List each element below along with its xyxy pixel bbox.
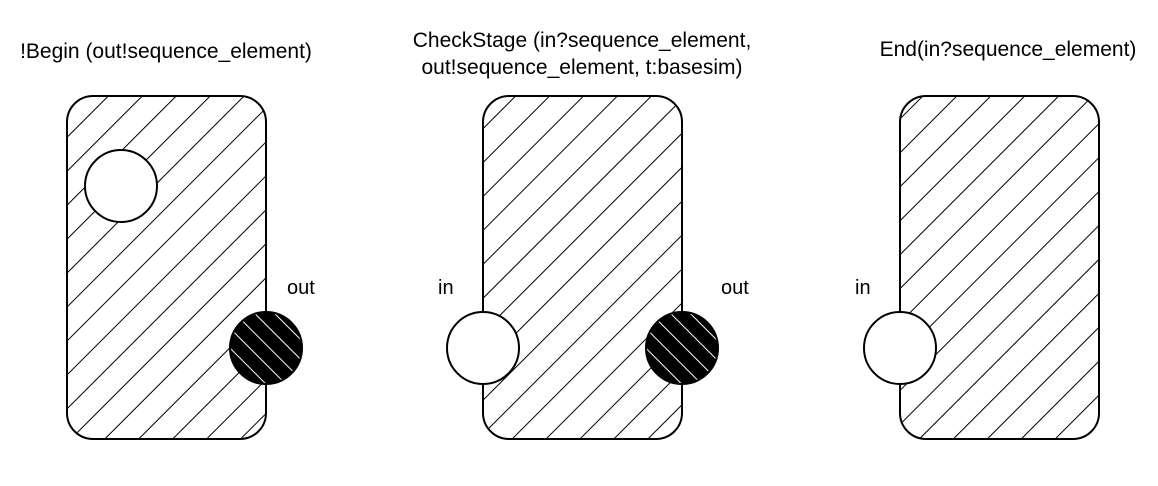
input-port-label: in (438, 277, 454, 299)
output-port-label: out (721, 277, 749, 299)
output-port[interactable] (229, 311, 303, 385)
input-port-label: in (855, 277, 871, 299)
block-body[interactable] (899, 95, 1100, 440)
output-port-label: out (287, 277, 315, 299)
input-port[interactable] (446, 311, 520, 385)
block-checkstage: CheckStage (in?sequence_element, out!seq… (413, 29, 752, 440)
output-port[interactable] (645, 311, 719, 385)
start-state-circle (84, 149, 158, 223)
block-begin: !Begin (out!sequence_element) out (20, 40, 315, 440)
block-title-line-2: out!sequence_element, t:basesim) (421, 56, 742, 79)
block-title: !Begin (out!sequence_element) (20, 40, 312, 63)
block-body[interactable] (482, 95, 683, 440)
block-end: End(in?sequence_element) in (855, 38, 1137, 440)
block-title: CheckStage (in?sequence_element, (413, 29, 752, 52)
block-title: End(in?sequence_element) (880, 38, 1137, 61)
block-body[interactable] (66, 95, 267, 440)
input-port[interactable] (863, 311, 937, 385)
